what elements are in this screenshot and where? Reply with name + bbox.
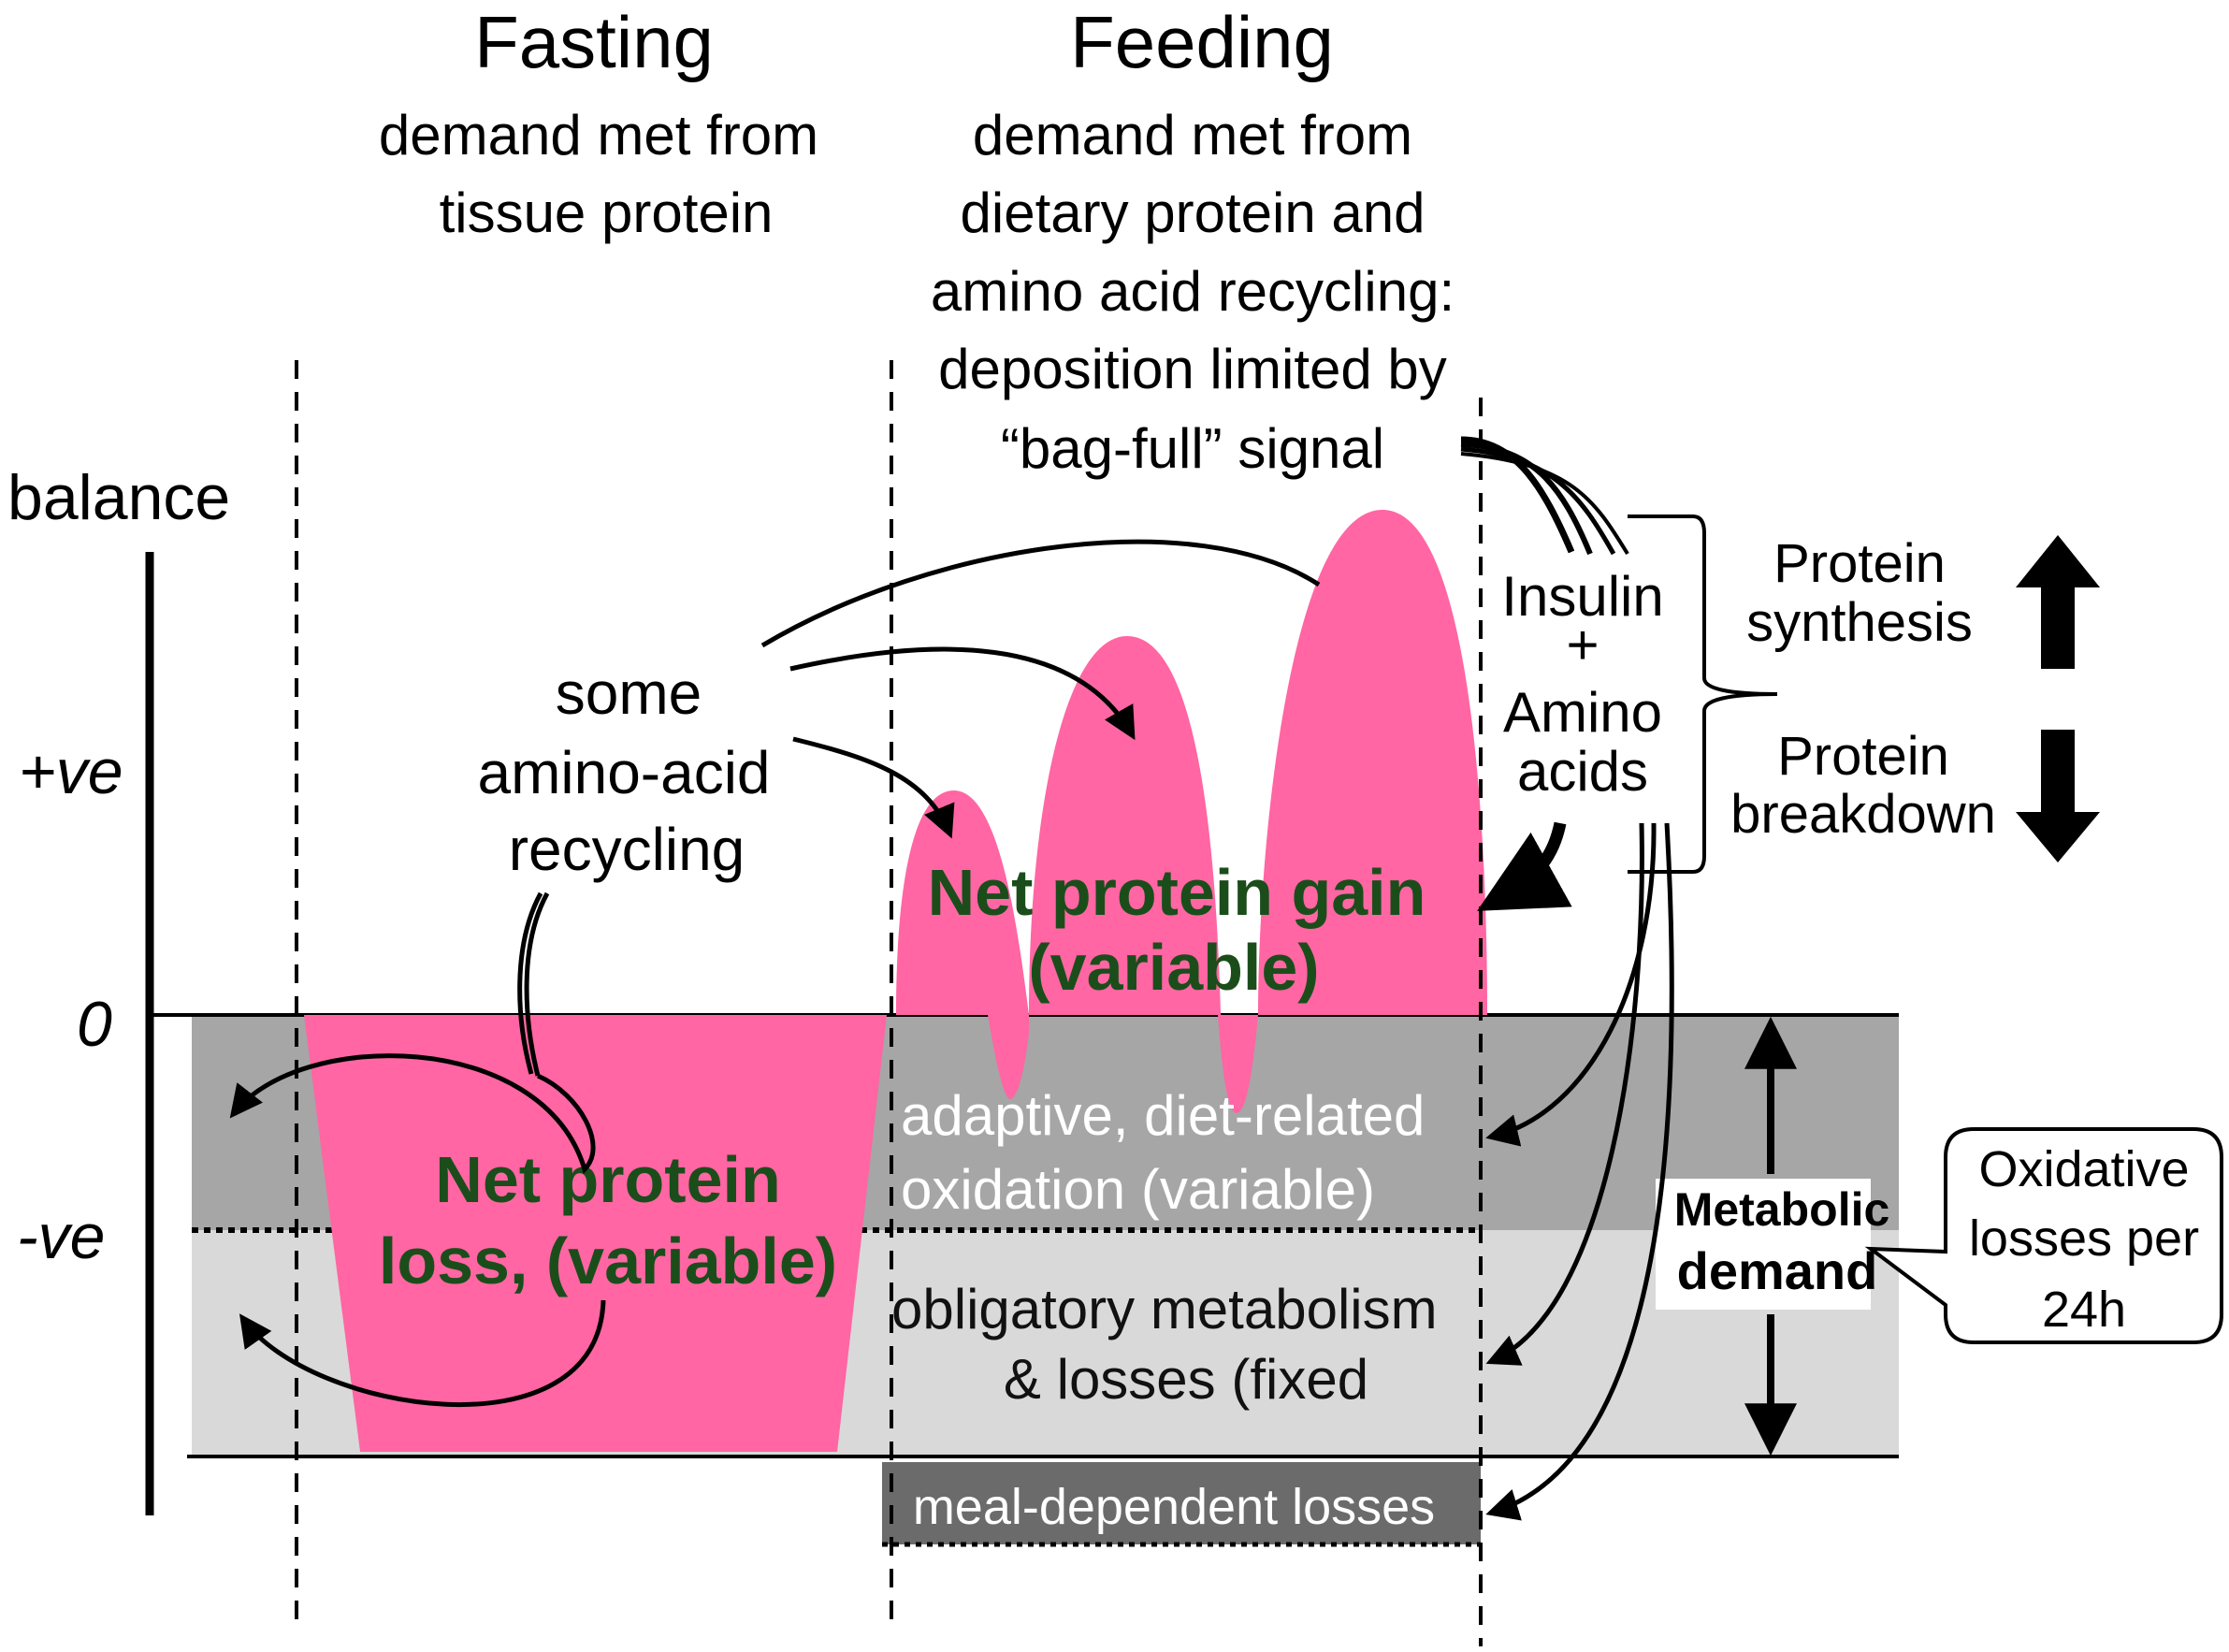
recycling-line-1: some [556, 659, 702, 727]
breakdown-line-2: breakdown [1730, 784, 1996, 845]
feeding-desc-4: deposition limited by [938, 338, 1447, 400]
axis-label: balance [7, 462, 230, 533]
gain-peak-medium-drip [1218, 1015, 1258, 1113]
fasting-desc-2: tissue protein [440, 181, 774, 244]
net-loss-line-2: loss, (variable) [379, 1225, 837, 1297]
net-protein-loss-shape [304, 1015, 887, 1452]
fasting-title: Fasting [474, 1, 714, 83]
signal-insulin: Insulin [1501, 565, 1663, 628]
signal-acids: acids [1517, 740, 1648, 803]
obligatory-line-1: obligatory metabolism [891, 1278, 1438, 1340]
obligatory-line-2: & losses (fixed [1004, 1348, 1368, 1411]
oxidation-line-1: adaptive, diet-related [901, 1084, 1425, 1147]
gain-peak-small [896, 790, 1029, 1099]
signal-plus: + [1566, 614, 1599, 676]
recycling-stem [524, 891, 550, 1077]
synthesis-line-2: synthesis [1746, 592, 1973, 653]
metabolic-demand-line-2: demand [1677, 1241, 1878, 1300]
bubble-line-1: Oxidative [1978, 1141, 2189, 1197]
signal-lines-3 [1460, 446, 1616, 556]
metabolic-demand-label-bg [1656, 1179, 1871, 1310]
bubble-line-2: losses per [1969, 1210, 2199, 1267]
synthesis-line-1: Protein [1773, 533, 1946, 594]
axis-negative: -ve [17, 1201, 105, 1272]
signal-amino: Amino [1503, 681, 1662, 744]
signal-lines-2 [1460, 442, 1593, 556]
synthesis-up-arrow [2016, 535, 2100, 669]
breakdown-down-arrow [2016, 730, 2100, 862]
recycling-line-2: amino-acid [477, 739, 770, 806]
meal-losses-label: meal-dependent losses [913, 1479, 1435, 1535]
fasting-desc-1: demand met from [379, 104, 818, 167]
bubble-line-3: 24h [2042, 1282, 2126, 1338]
metabolic-demand-line-1: Metabolic [1674, 1183, 1890, 1236]
recycling-arrow-to-medium-peak [789, 646, 1136, 741]
gain-peak-large [1258, 510, 1487, 1015]
signal-arrow-to-obligatory [1485, 822, 1644, 1366]
oxidative-losses-bubble [1864, 1127, 2223, 1344]
signal-lines [1460, 436, 1575, 554]
recycling-line-3: recycling [509, 816, 745, 883]
net-gain-line-2: (variable) [1028, 931, 1319, 1004]
signal-arrow-to-oxidation [1485, 822, 1657, 1147]
oxidation-line-2: oxidation (variable) [901, 1158, 1375, 1221]
feeding-desc-2: dietary protein and [961, 181, 1426, 244]
feeding-desc-5: “bag-full” signal [1001, 417, 1384, 480]
signal-arrow-to-meal-losses [1485, 822, 1674, 1521]
axis-zero: 0 [77, 989, 112, 1060]
feeding-desc-1: demand met from [973, 104, 1412, 167]
signal-bracket [1628, 514, 1778, 874]
gain-peak-medium [1029, 636, 1221, 1015]
axis-positive: +ve [19, 736, 123, 807]
net-gain-line-1: Net protein gain [928, 856, 1426, 929]
signal-arrow-to-gain [1477, 821, 1572, 911]
net-loss-line-1: Net protein [435, 1143, 780, 1216]
recycling-arrow-to-small-peak [792, 736, 955, 839]
recycling-loop-lower [239, 1299, 606, 1408]
breakdown-line-1: Protein [1777, 726, 1949, 787]
recycling-loop-upper [229, 1053, 596, 1174]
feeding-title: Feeding [1070, 1, 1334, 83]
signal-lines-4 [1460, 452, 1629, 556]
recycling-arrow-to-large-peak [760, 539, 1321, 648]
arrows [229, 436, 1674, 1521]
meal-losses-box [882, 1462, 1481, 1544]
recycling-stem-2 [517, 891, 543, 1075]
feeding-desc-3: amino acid recycling: [931, 260, 1455, 323]
